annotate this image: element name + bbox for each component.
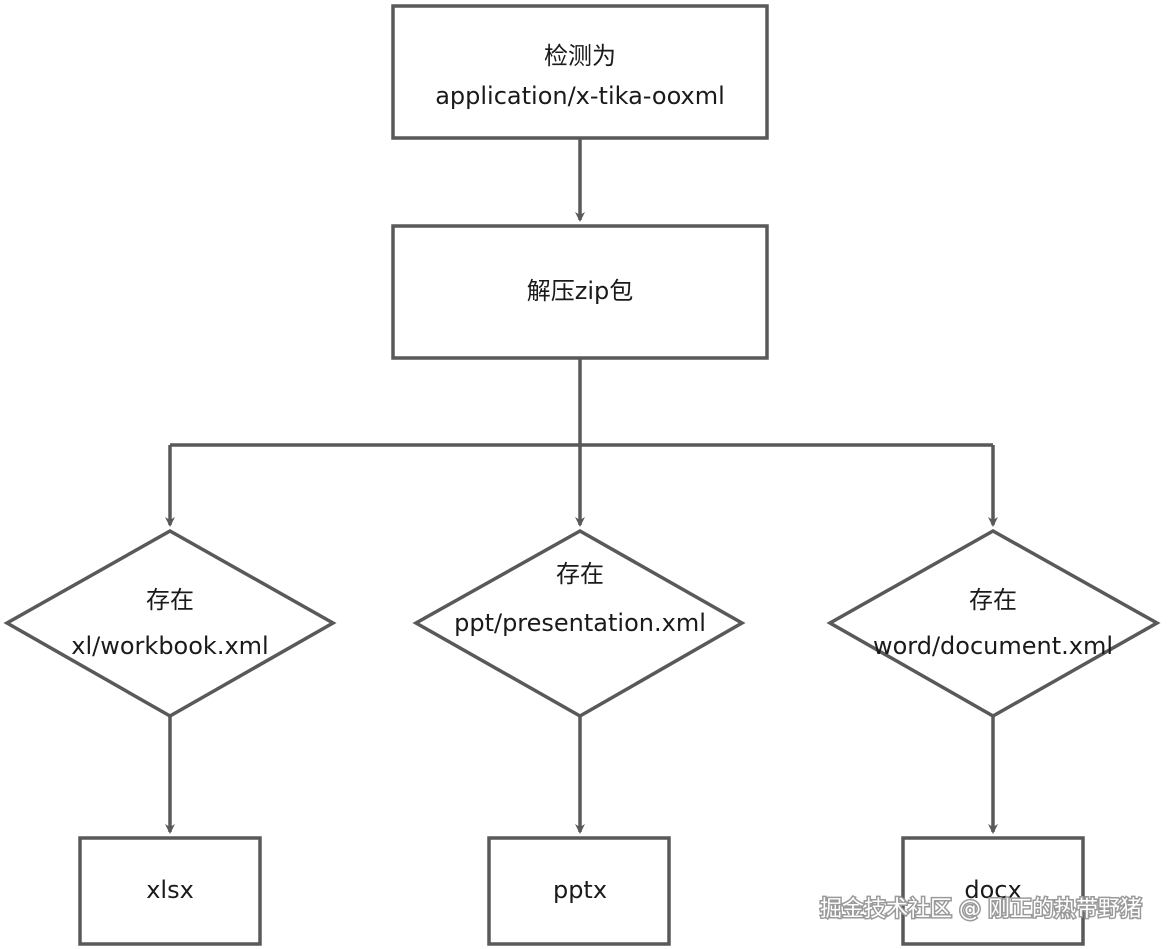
node-detect-line1: 检测为: [544, 42, 616, 70]
result-docx-box: [901, 836, 1085, 946]
watermark: 掘金技术社区 @ 刚正的热带野猪: [820, 897, 1142, 922]
decision-docx-line1: 存在: [969, 586, 1017, 614]
connectors: [165, 138, 998, 834]
result-docx: docx: [901, 836, 1085, 946]
decision-pptx-line1: 存在: [556, 560, 604, 588]
decision-xlsx: 存在 xl/workbook.xml: [3, 528, 337, 719]
decision-xlsx-diamond: [3, 528, 337, 719]
decision-pptx: 存在 ppt/presentation.xml: [412, 528, 746, 719]
node-detect-box: [391, 4, 769, 140]
result-pptx: pptx: [487, 836, 671, 946]
decision-docx-diamond: [826, 528, 1161, 719]
decision-docx-line2: word/document.xml: [873, 632, 1113, 660]
result-pptx-box: [487, 836, 671, 946]
node-unzip: 解压zip包: [391, 224, 769, 360]
result-pptx-label: pptx: [553, 876, 607, 904]
node-unzip-label: 解压zip包: [527, 277, 634, 305]
result-xlsx-box: [78, 836, 262, 946]
decision-xlsx-line2: xl/workbook.xml: [71, 632, 268, 660]
result-xlsx-label: xlsx: [146, 876, 194, 904]
decision-pptx-line2: ppt/presentation.xml: [454, 609, 706, 637]
result-xlsx: xlsx: [78, 836, 262, 946]
decision-pptx-diamond: [412, 528, 746, 719]
result-docx-label: docx: [964, 876, 1021, 904]
node-unzip-box: [391, 224, 769, 360]
node-detect: 检测为 application/x-tika-ooxml: [391, 4, 769, 140]
decision-xlsx-line1: 存在: [146, 586, 194, 614]
node-detect-line2: application/x-tika-ooxml: [435, 82, 725, 110]
decision-docx: 存在 word/document.xml: [826, 528, 1161, 719]
